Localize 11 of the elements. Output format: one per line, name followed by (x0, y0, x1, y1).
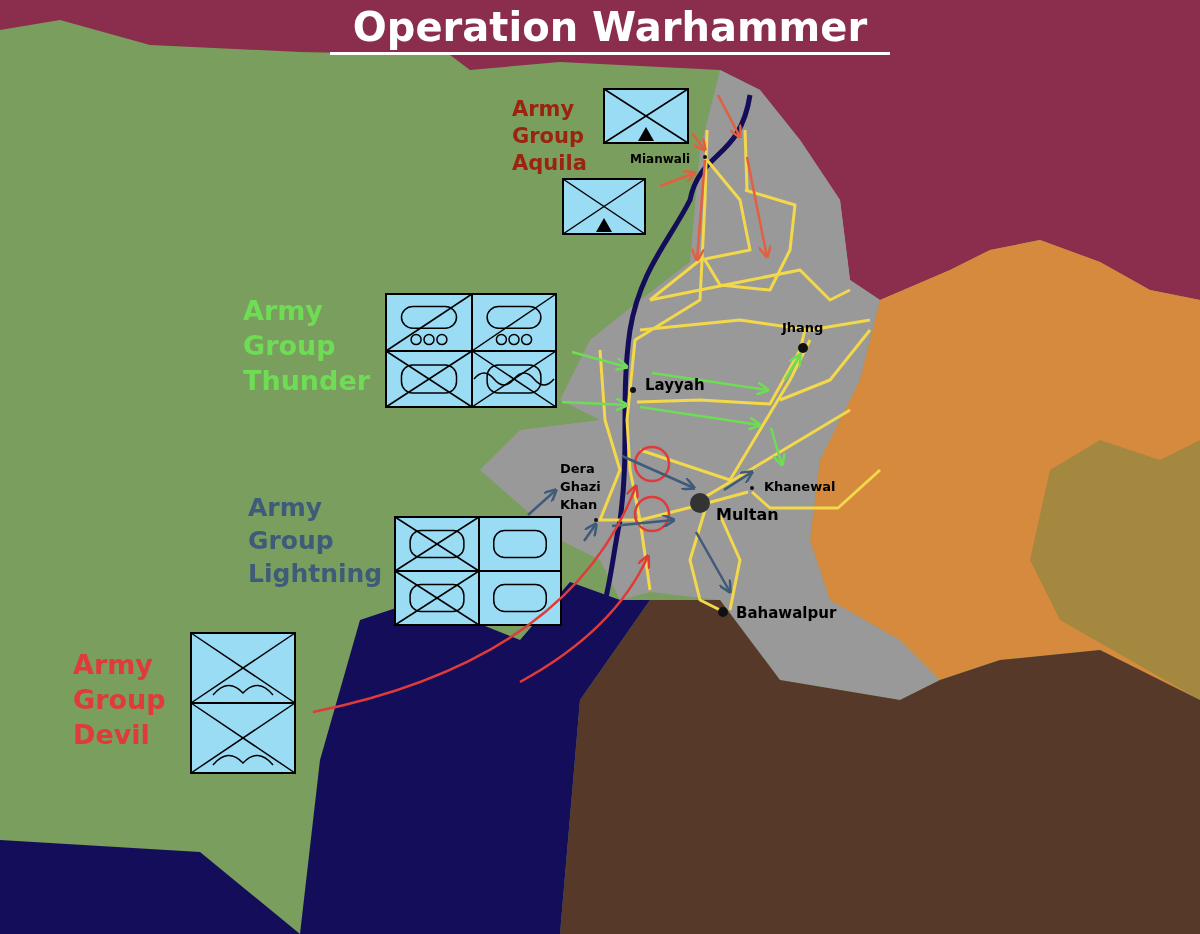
army-group-label: Army Group Lightning (248, 492, 384, 590)
city-label: Layyah (645, 376, 705, 394)
city-label: Mianwali (630, 152, 691, 167)
army-group-label: Army Group Devil (73, 648, 167, 752)
map-title: Operation Warhammer (330, 4, 890, 55)
army-group-label: Army Group Thunder (243, 294, 372, 398)
city-label: Dera Ghazi Khan (560, 460, 602, 514)
army-group-label: Army Group Aquila (512, 96, 588, 177)
city-label: Jhang (782, 320, 824, 335)
city-label: Multan (716, 505, 779, 524)
city-label: Bahawalpur (736, 604, 837, 622)
